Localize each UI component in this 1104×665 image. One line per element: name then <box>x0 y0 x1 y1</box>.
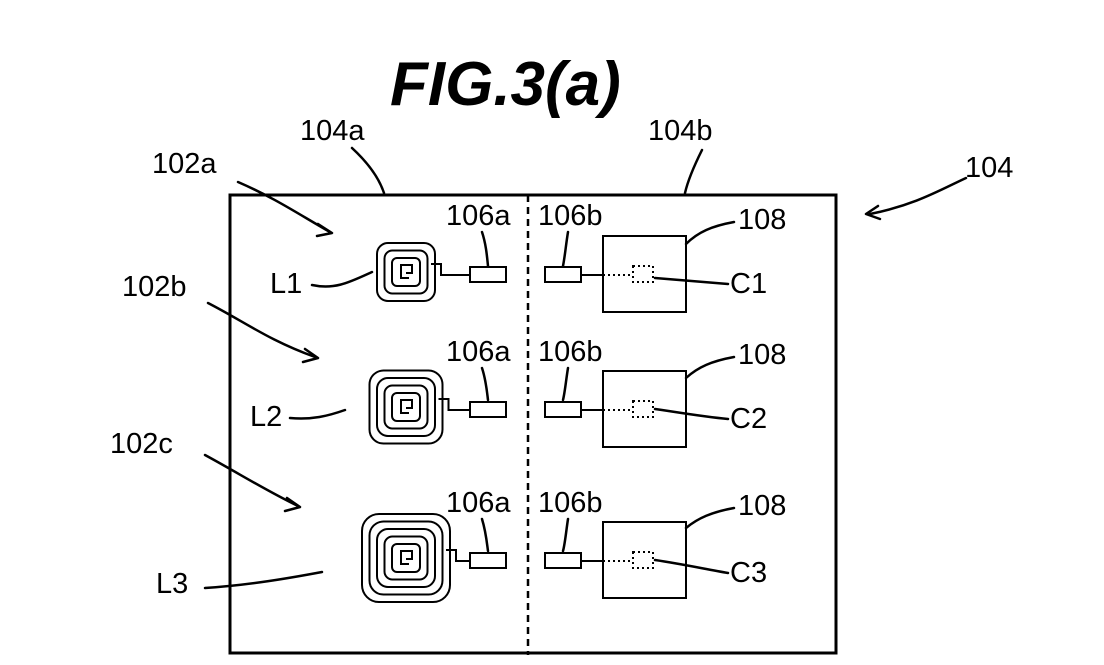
capacitor-label: C2 <box>730 403 767 435</box>
coil-label: L3 <box>156 568 188 600</box>
pad-a-leader <box>482 232 488 266</box>
coil-icon <box>377 243 435 301</box>
group-tag-leader <box>208 303 315 357</box>
pad-a-leader <box>482 368 488 400</box>
pad-b-leader <box>563 519 568 551</box>
pad-a-leader <box>482 519 488 551</box>
pad-a <box>470 553 506 568</box>
pad-b-leader <box>563 368 568 400</box>
pad-b-label: 106b <box>538 200 603 232</box>
board-label: 104 <box>965 152 1013 184</box>
group-tag: 102b <box>122 271 187 303</box>
pad-a-label: 106a <box>446 200 511 232</box>
group-tag-leader <box>205 455 298 506</box>
region-left-label: 104a <box>300 115 365 147</box>
coil-icon <box>370 371 443 444</box>
pad-b <box>545 267 581 282</box>
chip-box <box>603 236 686 312</box>
chip-label: 108 <box>738 339 786 371</box>
coil-leader <box>312 272 372 287</box>
pad-a <box>470 267 506 282</box>
pad-a-label: 106a <box>446 336 511 368</box>
coil-leader <box>205 572 322 588</box>
coil-icon <box>362 514 450 602</box>
region-right-leader <box>685 150 702 193</box>
pad-b-leader <box>563 232 568 266</box>
chip-box <box>603 522 686 598</box>
component-rows: 102aL1106a106b108C1102bL2106a106b108C210… <box>110 148 786 602</box>
coil-label: L1 <box>270 268 302 300</box>
pad-a <box>470 402 506 417</box>
chip-label: 108 <box>738 490 786 522</box>
capacitor-label: C1 <box>730 268 767 300</box>
chip-box <box>603 371 686 447</box>
capacitor-icon <box>633 552 653 568</box>
group-tag: 102a <box>152 148 217 180</box>
chip-leader <box>686 508 734 528</box>
component-row: 102cL3 106a 106b 108C3 <box>110 428 786 602</box>
chip-label: 108 <box>738 204 786 236</box>
capacitor-leader <box>655 409 728 419</box>
region-left-leader <box>352 148 384 193</box>
pad-b <box>545 553 581 568</box>
capacitor-leader <box>655 278 728 284</box>
pad-b-label: 106b <box>538 336 603 368</box>
capacitor-label: C3 <box>730 557 767 589</box>
chip-leader <box>686 222 734 244</box>
pad-b-label: 106b <box>538 487 603 519</box>
pad-b <box>545 402 581 417</box>
board-leader <box>870 178 966 214</box>
coil-lead <box>431 264 470 275</box>
capacitor-leader <box>655 560 728 573</box>
group-tag-leader <box>238 182 330 232</box>
figure-title: FIG.3(a) <box>390 50 621 119</box>
capacitor-icon <box>633 266 653 282</box>
coil-leader <box>290 410 345 419</box>
region-right-label: 104b <box>648 115 713 147</box>
pad-a-label: 106a <box>446 487 511 519</box>
capacitor-icon <box>633 401 653 417</box>
coil-label: L2 <box>250 401 282 433</box>
chip-leader <box>686 357 734 378</box>
group-tag: 102c <box>110 428 173 460</box>
